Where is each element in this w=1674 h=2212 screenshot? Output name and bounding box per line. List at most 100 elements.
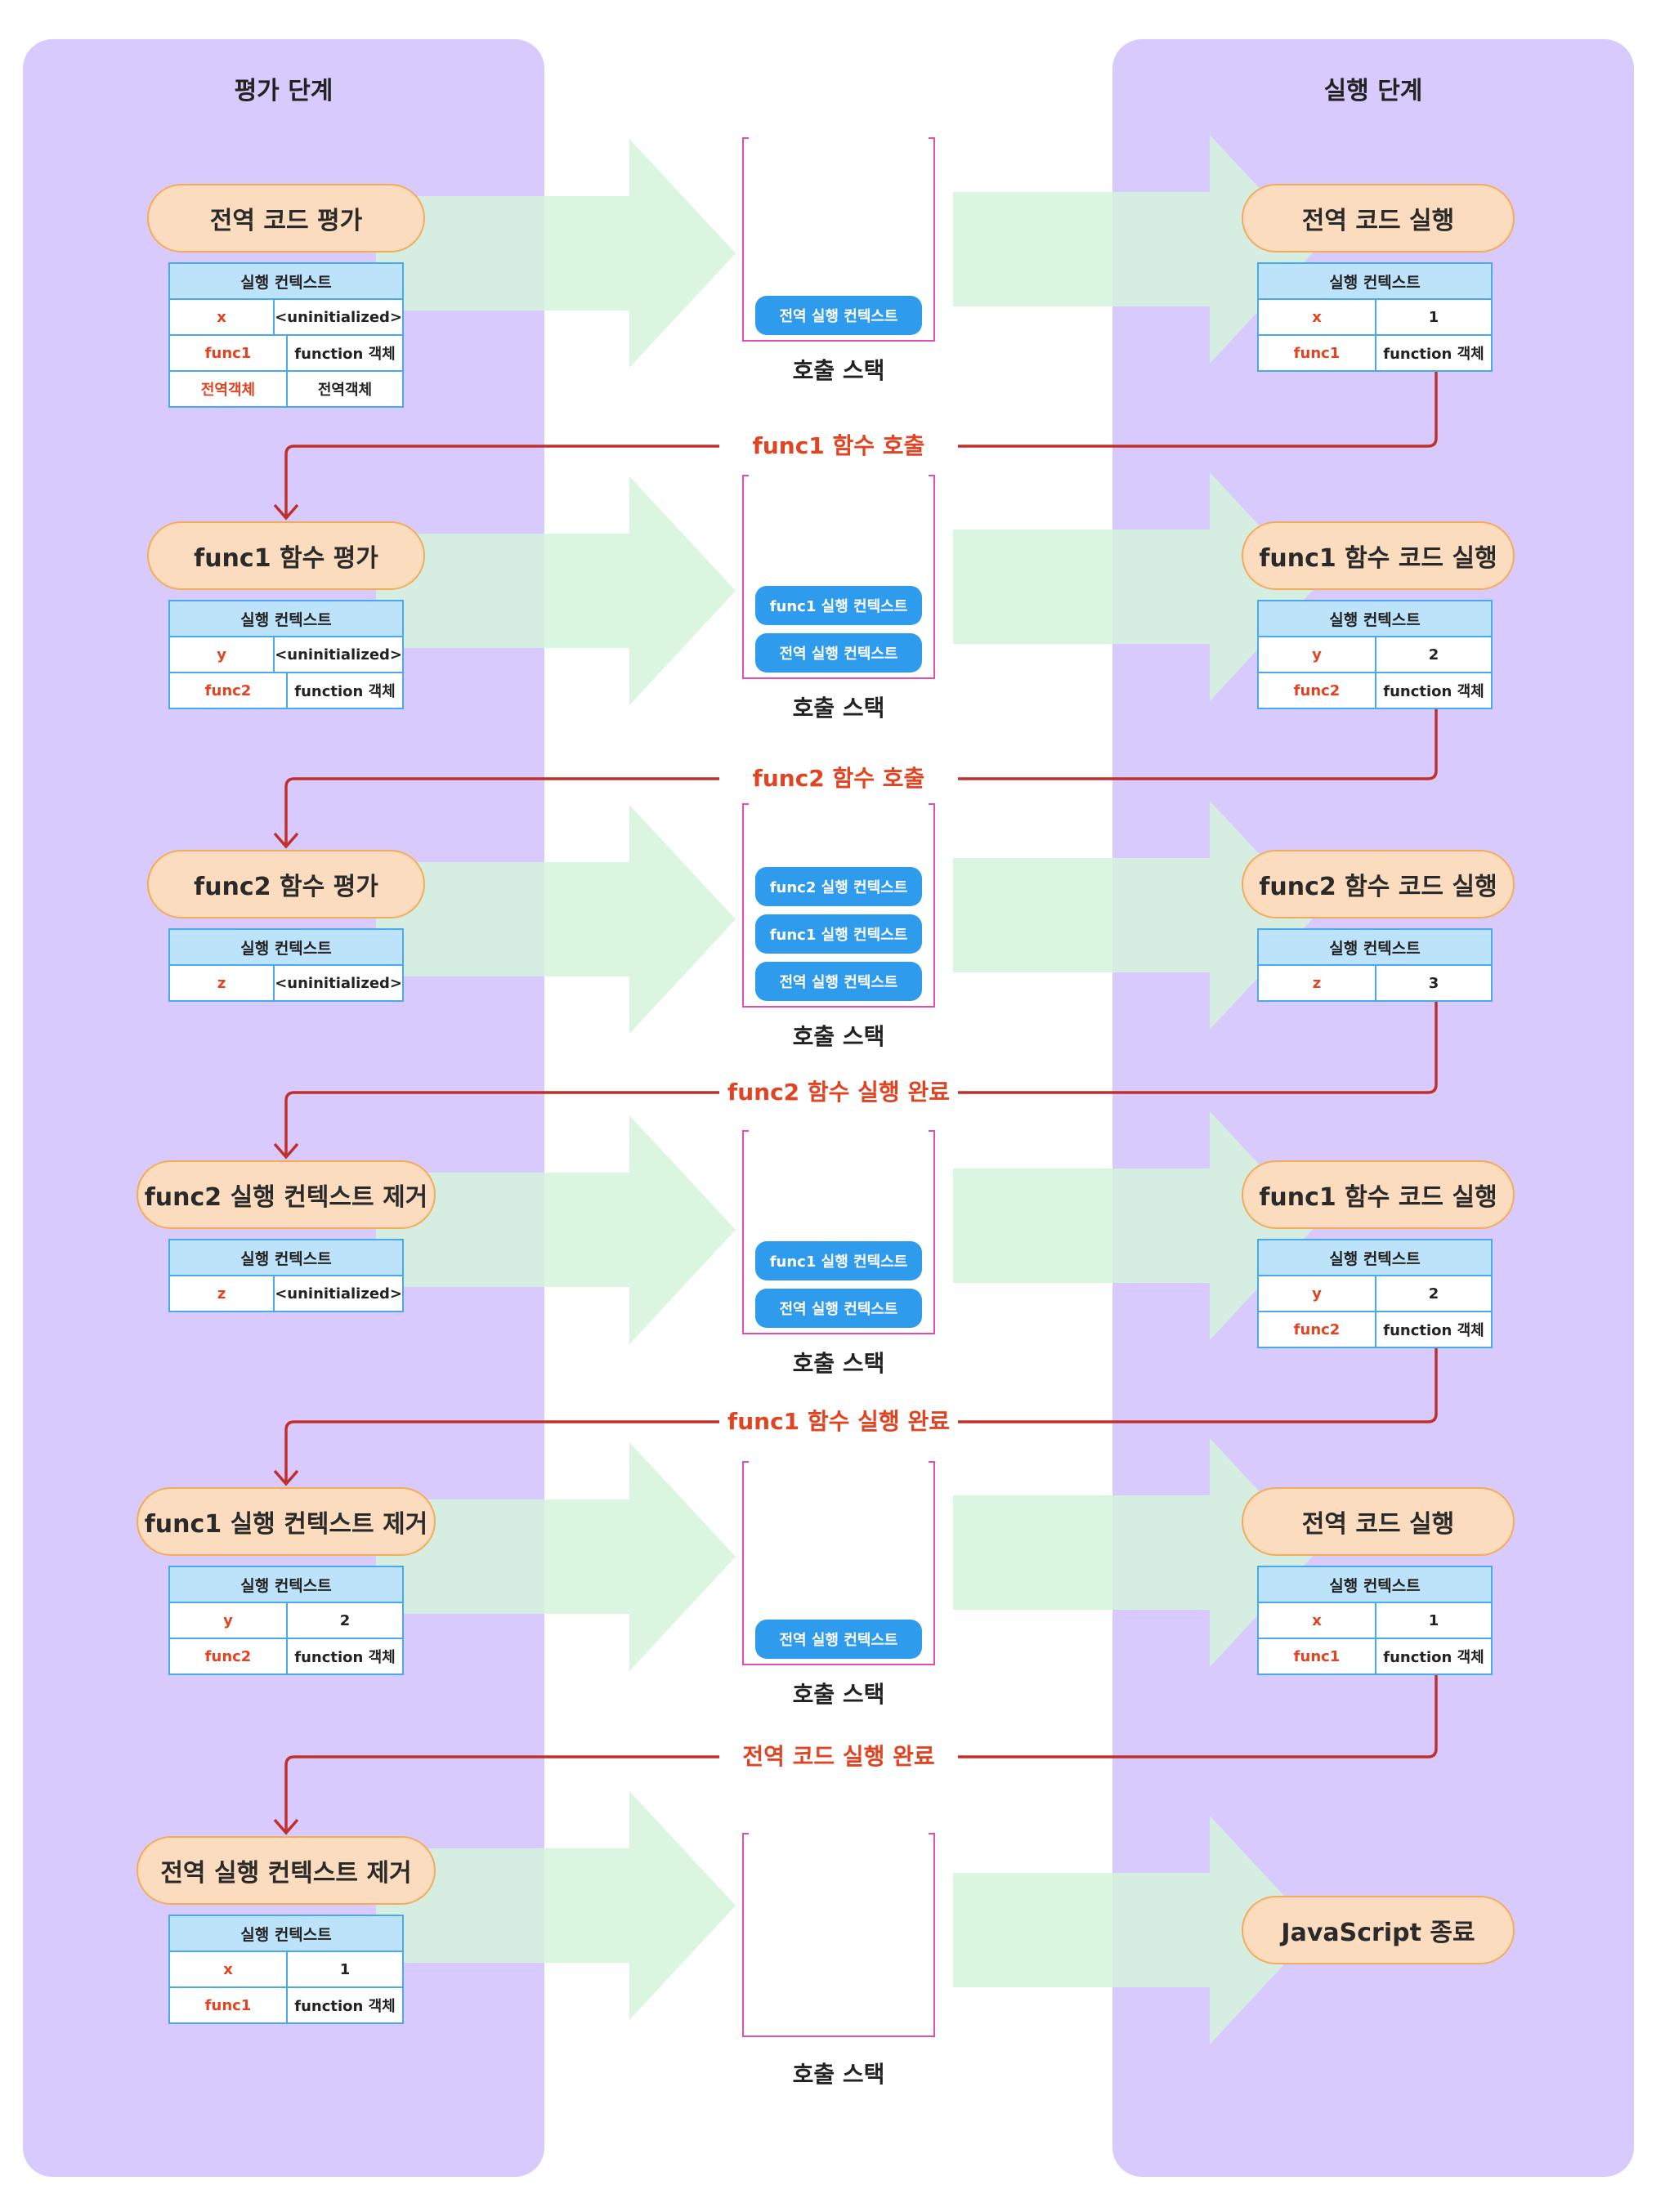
execution-context-frame: 전역 실행 컨텍스트	[755, 296, 922, 335]
transition-label: func1 함수 호출	[719, 430, 958, 463]
context-table-header: 실행 컨텍스트	[1259, 1240, 1491, 1276]
execution-step: func1 함수 코드 실행	[1242, 1160, 1515, 1229]
execution-context-frame: func2 실행 컨텍스트	[755, 867, 922, 906]
identifier-cell: x	[170, 1952, 288, 1986]
context-table-row: func1 function 객체	[1259, 1639, 1491, 1674]
value-cell: <uninitialized>	[275, 308, 402, 326]
value-cell: function 객체	[1383, 1322, 1484, 1339]
value-cell: 3	[1428, 974, 1439, 992]
transition-label: func2 함수 호출	[719, 762, 958, 795]
call-stack-label: 호출 스택	[792, 1350, 885, 1377]
stack-to-exec-arrow	[953, 1438, 1316, 1667]
call-stack-label: 호출 스택	[792, 1023, 885, 1050]
value-cell: function 객체	[294, 1649, 396, 1666]
value-cell: 2	[1428, 646, 1439, 664]
identifier-cell: y	[1259, 637, 1376, 672]
value-cell: function 객체	[1383, 1649, 1484, 1666]
value-cell: <uninitialized>	[275, 974, 402, 992]
value-cell: 1	[1428, 1611, 1439, 1629]
execution-step: func1 함수 코드 실행	[1242, 521, 1515, 590]
evaluation-step: func2 함수 평가	[147, 850, 425, 918]
stack-to-exec-arrow	[953, 135, 1316, 364]
execution-phase-panel	[1112, 39, 1634, 2177]
value-cell: 전역객체	[317, 382, 373, 399]
execution-step: JavaScript 종료	[1242, 1896, 1515, 1964]
identifier-cell: func2	[1259, 673, 1376, 708]
context-table-header: 실행 컨텍스트	[170, 1567, 402, 1603]
context-table-header: 실행 컨텍스트	[170, 1916, 402, 1952]
context-table-row: func2 function 객체	[1259, 1312, 1491, 1347]
call-stack-frames: 전역 실행 컨텍스트	[755, 296, 922, 335]
eval-to-stack-arrow	[376, 476, 736, 705]
context-table-header: 실행 컨텍스트	[1259, 1567, 1491, 1603]
evaluation-step: func1 함수 평가	[147, 521, 425, 590]
identifier-cell: func2	[170, 673, 288, 708]
identifier-cell: func2	[1259, 1312, 1376, 1347]
value-cell: <uninitialized>	[275, 1285, 402, 1303]
context-table-header: 실행 컨텍스트	[170, 264, 402, 300]
context-table-row: func2 function 객체	[170, 1639, 402, 1674]
eval-to-stack-arrow	[376, 1442, 736, 1671]
execution-context-frame: func1 실행 컨텍스트	[755, 914, 922, 954]
value-cell: 2	[339, 1611, 351, 1629]
evaluation-phase-title: 평가 단계	[234, 77, 333, 105]
call-stack: 전역 실행 컨텍스트	[742, 137, 935, 342]
context-table-row: z<uninitialized>	[170, 1276, 402, 1311]
identifier-cell: func2	[170, 1639, 288, 1674]
call-stack-frames: 전역 실행 컨텍스트	[755, 1620, 922, 1659]
execution-context-frame: 전역 실행 컨텍스트	[755, 633, 922, 673]
evaluation-step: 전역 코드 평가	[147, 184, 425, 252]
call-stack-label: 호출 스택	[792, 1681, 885, 1708]
identifier-cell: 전역객체	[170, 372, 288, 406]
transition-label: func2 함수 실행 완료	[719, 1076, 958, 1109]
value-cell: 1	[339, 1960, 351, 1978]
execution-context-frame: func1 실행 컨텍스트	[755, 1241, 922, 1280]
evaluation-step: func2 실행 컨텍스트 제거	[137, 1160, 436, 1229]
stack-to-exec-arrow	[953, 801, 1316, 1030]
context-table-header: 실행 컨텍스트	[1259, 601, 1491, 637]
identifier-cell: func1	[1259, 1639, 1376, 1674]
context-table-header: 실행 컨텍스트	[170, 601, 402, 637]
identifier-cell: y	[170, 637, 275, 672]
identifier-cell: x	[1259, 1603, 1376, 1638]
value-cell: 1	[1428, 308, 1439, 326]
identifier-cell: z	[170, 966, 275, 1000]
call-stack-label: 호출 스택	[792, 357, 885, 384]
eval-to-stack-arrow	[376, 805, 736, 1034]
chevron-down-icon	[273, 1818, 299, 1835]
identifier-cell: x	[1259, 300, 1376, 334]
execution-context-frame: 전역 실행 컨텍스트	[755, 1289, 922, 1328]
identifier-cell: y	[170, 1603, 288, 1638]
context-table-header: 실행 컨텍스트	[1259, 264, 1491, 300]
execution-context-frame: 전역 실행 컨텍스트	[755, 1620, 922, 1659]
value-cell: <uninitialized>	[275, 646, 402, 664]
context-table-header: 실행 컨텍스트	[170, 1240, 402, 1276]
transition-label: func1 함수 실행 완료	[719, 1405, 958, 1438]
call-stack	[742, 1833, 935, 2037]
execution-phase-title: 실행 단계	[1323, 77, 1423, 105]
stack-to-exec-arrow	[953, 1816, 1316, 2044]
chevron-down-icon	[273, 1142, 299, 1160]
execution-step: func2 함수 코드 실행	[1242, 850, 1515, 918]
value-cell: function 객체	[1383, 346, 1484, 363]
